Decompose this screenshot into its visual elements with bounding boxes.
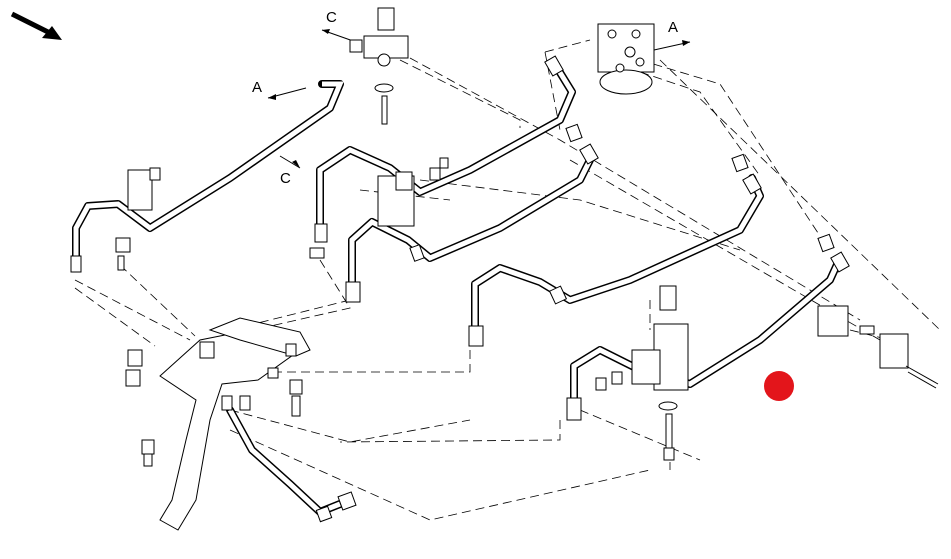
- lower-left-bracket: [125, 317, 311, 531]
- red-dot-marker: [764, 371, 794, 401]
- steering-valve: [597, 23, 655, 95]
- left-valve-bracket: [115, 167, 161, 271]
- middle-bracket: [309, 157, 449, 259]
- label-c-top: C: [326, 9, 337, 26]
- label-a-right: A: [668, 19, 678, 36]
- lower-right-bracket: [595, 285, 689, 461]
- leader-lines: [267, 29, 691, 169]
- direction-arrow-icon: [10, 11, 62, 40]
- fittings: [70, 55, 850, 523]
- dashed-assembly-lines: [74, 39, 941, 521]
- upper-bracket-assembly: [349, 7, 409, 125]
- label-c-left: C: [280, 170, 291, 187]
- label-a-left: A: [252, 79, 262, 96]
- right-clamps: [817, 305, 939, 389]
